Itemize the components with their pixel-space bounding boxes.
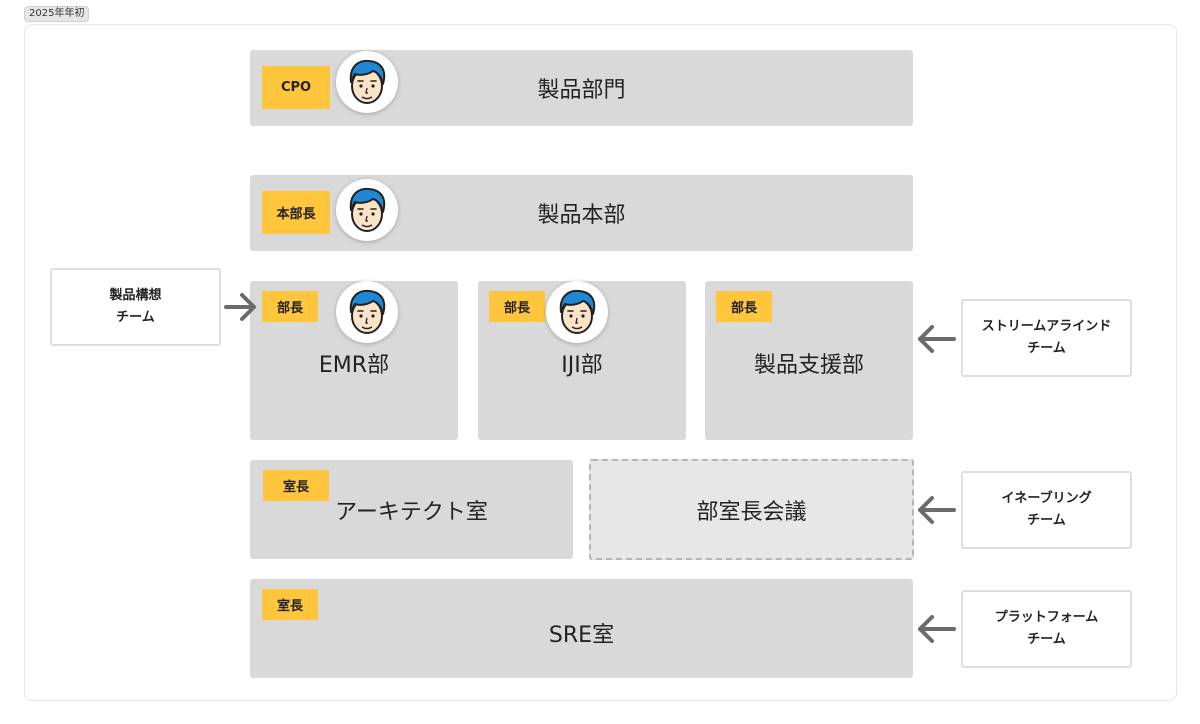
arrow-right-icon (224, 293, 256, 321)
box-title: IJI部 (561, 353, 603, 378)
team-label-line2: チーム (1027, 341, 1066, 356)
arrow-left-icon (918, 615, 956, 643)
person-avatar-icon (336, 281, 398, 343)
person-avatar-icon (336, 179, 398, 241)
team-label-line2: チーム (1027, 513, 1066, 528)
box-manager-meeting[interactable]: 部室長会議 (589, 459, 914, 560)
box-title: 製品支援部 (753, 353, 864, 378)
box-sre-office[interactable]: SRE室 (250, 579, 913, 678)
person-avatar-icon (336, 51, 398, 113)
box-title: アーキテクト室 (335, 500, 488, 525)
role-badge-honbucho: 本部長 (262, 191, 330, 234)
team-label-line2: チーム (1027, 632, 1066, 647)
team-product-concept[interactable]: 製品構想チーム (50, 268, 221, 346)
arrow-left-icon (918, 496, 956, 524)
team-label-line1: ストリームアラインド (981, 319, 1112, 334)
team-stream-aligned[interactable]: ストリームアラインドチーム (961, 299, 1132, 377)
role-badge-shitsucho: 室長 (262, 589, 318, 620)
role-badge-shitsucho: 室長 (263, 470, 329, 501)
box-title: 部室長会議 (696, 499, 807, 525)
role-badge-bucho: 部長 (489, 291, 545, 322)
box-title: SRE室 (548, 623, 615, 648)
year-tag: 2025年年初 (24, 6, 90, 22)
role-badge-cpo: CPO (262, 66, 330, 109)
box-title: EMR部 (318, 353, 390, 378)
team-label-line1: 製品構想 (109, 288, 162, 303)
team-enabling[interactable]: イネーブリングチーム (961, 471, 1132, 549)
team-platform[interactable]: プラットフォームチーム (961, 590, 1132, 668)
team-label-line1: イネーブリング (1001, 491, 1092, 506)
role-badge-bucho: 部長 (716, 291, 772, 322)
arrow-left-icon (918, 325, 956, 353)
person-avatar-icon (546, 281, 608, 343)
team-label-line2: チーム (116, 310, 155, 325)
box-title: 製品本部 (537, 203, 626, 228)
role-badge-bucho: 部長 (262, 291, 318, 322)
box-title: 製品部門 (537, 78, 626, 103)
team-label-line1: プラットフォーム (994, 610, 1099, 625)
